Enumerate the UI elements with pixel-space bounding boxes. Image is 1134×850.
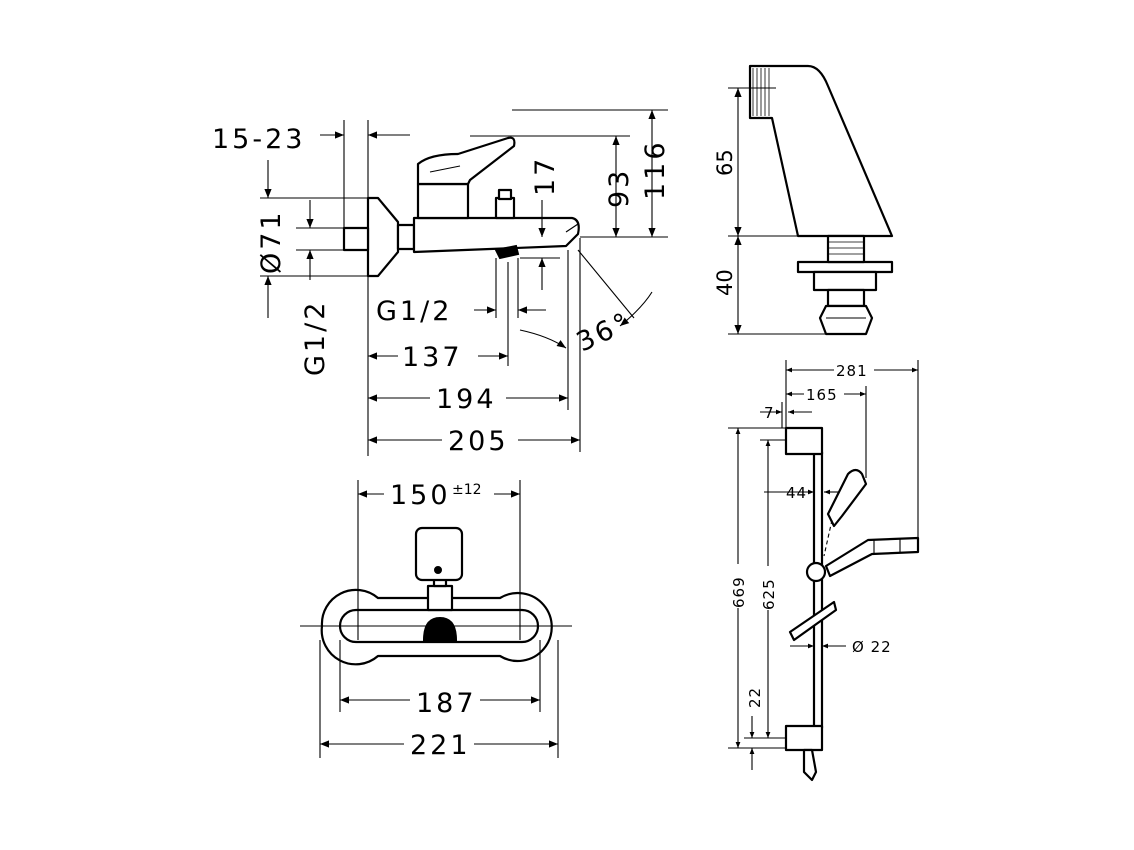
shower-rail-set — [784, 426, 920, 782]
dim-rail-diameter: Ø 22 — [852, 638, 892, 656]
holder-hex-nut — [818, 304, 874, 336]
dim-centre-tolerance: ±12 — [452, 482, 482, 498]
dim-inlet-thread: G1/2 — [300, 300, 331, 376]
dim-total-depth: 205 — [448, 426, 509, 457]
dim-wall-offset: 15-23 — [212, 124, 305, 155]
front-aerator — [422, 616, 458, 641]
front-cartridge-column — [426, 584, 454, 612]
dim-flange-diameter: Ø71 — [256, 209, 287, 274]
holder-threaded-rod — [826, 234, 866, 264]
dim-rail-bottom: 22 — [746, 687, 764, 708]
dim-rail-wall-gap: 7 — [764, 404, 775, 422]
slider-body — [805, 561, 827, 583]
dim-outlet-reach: 137 — [402, 342, 463, 373]
inlet-stub — [342, 226, 370, 252]
wall-flange — [366, 196, 400, 278]
connector-nut — [396, 223, 416, 251]
aerator — [494, 244, 520, 260]
holder-lock-nut — [812, 270, 878, 292]
dim-centre-distance: 150 — [390, 480, 451, 511]
rail-bar — [812, 450, 824, 730]
dim-rail-length-inner: 625 — [760, 578, 778, 610]
dim-width-total: 221 — [410, 730, 471, 761]
cartridge-column — [416, 182, 470, 220]
dim-spout-reach: 194 — [436, 384, 497, 415]
front-view-dimensions: 150 ±12 187 221 — [319, 474, 559, 761]
mixer-body — [412, 216, 580, 254]
hand-shower-head — [824, 536, 920, 578]
dim-rail-length-total: 669 — [730, 576, 748, 608]
mixer-side-view — [342, 136, 580, 278]
rail-bottom-bracket — [784, 724, 824, 752]
holder-detail: 65 40 — [713, 64, 894, 336]
dim-slider-offset: 44 — [786, 484, 807, 502]
diverter-knob — [494, 196, 516, 220]
dim-lever-height: 93 — [604, 168, 635, 208]
lever-handle — [416, 136, 516, 186]
mixer-front-view — [300, 526, 572, 666]
hand-shower-tilted — [826, 468, 868, 528]
hose-end — [802, 748, 818, 782]
dim-rail-offset-total: 281 — [836, 362, 868, 380]
slider-handle — [788, 600, 838, 642]
dim-angle: 36° — [572, 306, 637, 358]
dim-holder-height: 65 — [713, 149, 737, 176]
front-lever — [414, 526, 464, 582]
holder-washer — [796, 260, 894, 274]
rail-top-bracket — [784, 426, 824, 456]
dim-rail-offset-holder: 165 — [806, 386, 838, 404]
dim-total-height: 116 — [640, 139, 671, 200]
dim-outlet-thread: G1/2 — [376, 296, 452, 327]
dim-holder-base: 40 — [713, 269, 737, 296]
dim-diverter-drop: 17 — [530, 156, 561, 196]
holder-body — [748, 64, 894, 238]
rail-dimensions: 281 165 7 44 669 625 22 Ø 22 — [726, 360, 919, 770]
dim-width-inner: 187 — [416, 688, 477, 719]
